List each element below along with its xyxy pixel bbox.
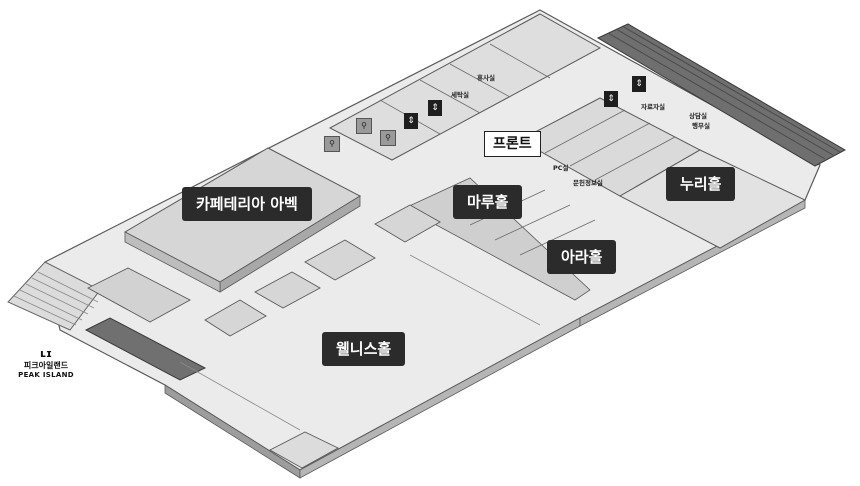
right-dark-wall xyxy=(596,23,847,167)
elevator-icon: ⇕ xyxy=(404,113,418,129)
lower-left-rooms xyxy=(87,267,191,323)
wellness-box-2 xyxy=(254,271,321,309)
wellness-box-1 xyxy=(304,239,376,281)
lower-left-dark-band xyxy=(84,317,207,381)
room-label-library: 자료자실 xyxy=(641,103,665,111)
brand-mark: ʟɪ xyxy=(40,347,52,360)
hall-label-wellness: 웰니스홀 xyxy=(322,332,406,366)
cafeteria-block-front xyxy=(124,231,221,293)
wellness-box-3 xyxy=(204,299,267,337)
brand-logo: ʟɪ 피크아일랜드 PEAK ISLAND xyxy=(18,348,74,380)
front-desk-label: 프론트 xyxy=(484,131,541,157)
room-label-pc: PC실 xyxy=(553,164,569,172)
room-label-office: 행무실 xyxy=(692,122,710,130)
restroom-icon: ⚲ xyxy=(356,118,372,134)
hall-label-ara: 아라홀 xyxy=(547,240,617,274)
corner-room xyxy=(269,431,339,469)
elevator-icon: ⇕ xyxy=(428,100,442,116)
elevator-icon: ⇕ xyxy=(632,76,646,92)
hall-label-cafeteria-annex: 카페테리아 아벡 xyxy=(182,187,312,221)
brand-english: PEAK ISLAND xyxy=(18,371,74,379)
room-label-laundry: 세탁실 xyxy=(451,91,469,99)
wellness-box-4 xyxy=(374,204,441,243)
room-label-rest: 휴사실 xyxy=(477,74,495,82)
restroom-icon: ⚲ xyxy=(380,130,396,146)
room-label-counsel: 상담실 xyxy=(689,112,707,120)
upper-rooms xyxy=(328,13,602,161)
elevator-icon: ⇕ xyxy=(604,91,618,107)
hall-label-nuri: 누리홀 xyxy=(666,167,736,201)
brand-korean: 피크아일랜드 xyxy=(23,361,69,370)
restroom-icon: ⚲ xyxy=(324,136,340,152)
room-label-culture: 문헌정보실 xyxy=(573,179,603,187)
hall-label-maru: 마루홀 xyxy=(453,185,523,219)
